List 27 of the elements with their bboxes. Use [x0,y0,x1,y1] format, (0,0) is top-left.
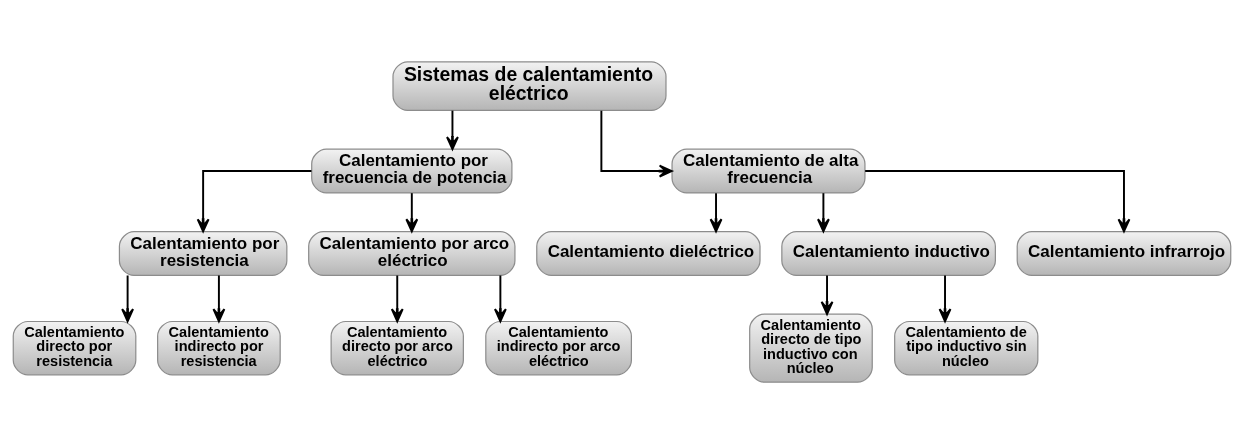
arrow [212,274,226,323]
node-box: Sistemas de calentamiento eléctrico [392,61,667,111]
arrow [600,109,673,178]
node-box: Calentamiento por resistencia [118,231,288,276]
node-box: Calentamiento indirecto por arco eléctrico [485,320,632,376]
node-box: Calentamiento infrarrojo [1016,231,1232,276]
arrow [709,192,723,233]
node-box: Calentamiento directo por resistencia [12,320,137,376]
arrow [820,274,834,316]
arrow [405,192,419,233]
arrow [121,274,135,323]
node-box: Calentamiento dieléctrico [536,231,761,276]
node-box: Calentamiento inductivo [781,231,996,276]
node-box: Calentamiento por arco eléctrico [308,231,516,276]
arrow [493,274,507,323]
node-box: Calentamiento indirecto por resistencia [157,320,281,376]
node-box: Calentamiento por frecuencia de potencia [311,148,513,194]
arrow [816,192,830,233]
node-box: Calentamiento directo por arco eléctrico [330,320,464,376]
arrow [390,274,404,323]
node-box: Calentamiento de alta frecuencia [671,148,866,194]
node-box: Calentamiento de tipo inductivo sin núcleo [894,320,1039,376]
arrow [446,109,459,151]
arrow [938,274,952,323]
node-box: Calentamiento directo de tipo inductivo con núcleo [749,313,873,383]
arrow [864,170,1131,233]
arrow [196,170,313,233]
